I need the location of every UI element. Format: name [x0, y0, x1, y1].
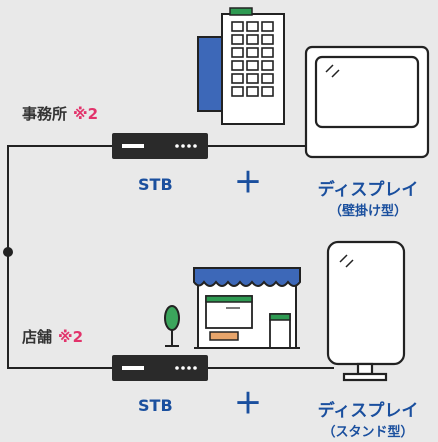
shop-icon	[193, 267, 301, 349]
office-location-text: 事務所	[22, 105, 68, 123]
store-stb-label: STB	[138, 396, 173, 415]
office-plus-sign: ＋	[234, 166, 263, 199]
office-stb-label: STB	[138, 175, 173, 194]
office-note: ※2	[73, 105, 99, 123]
office-display-label: ディスプレイ	[317, 180, 419, 200]
store-display-sub: （スタンド型）	[322, 425, 414, 440]
store-display-label: ディスプレイ	[317, 401, 419, 421]
store-note: ※2	[58, 328, 84, 346]
stand-display-icon	[326, 240, 406, 382]
office-location-label: 事務所 ※2	[22, 103, 98, 124]
office-display-sub: （壁掛け型）	[328, 204, 407, 219]
junction-dot	[3, 247, 13, 257]
store-location-text: 店舗	[22, 328, 53, 346]
store-location-label: 店舗 ※2	[22, 326, 83, 347]
office-building-icon	[197, 7, 285, 125]
store-plus-sign: ＋	[234, 387, 263, 420]
wall-display-icon	[304, 45, 430, 159]
store-stb-icon	[112, 355, 208, 381]
tree-icon	[164, 305, 180, 347]
office-stb-icon	[112, 133, 208, 159]
